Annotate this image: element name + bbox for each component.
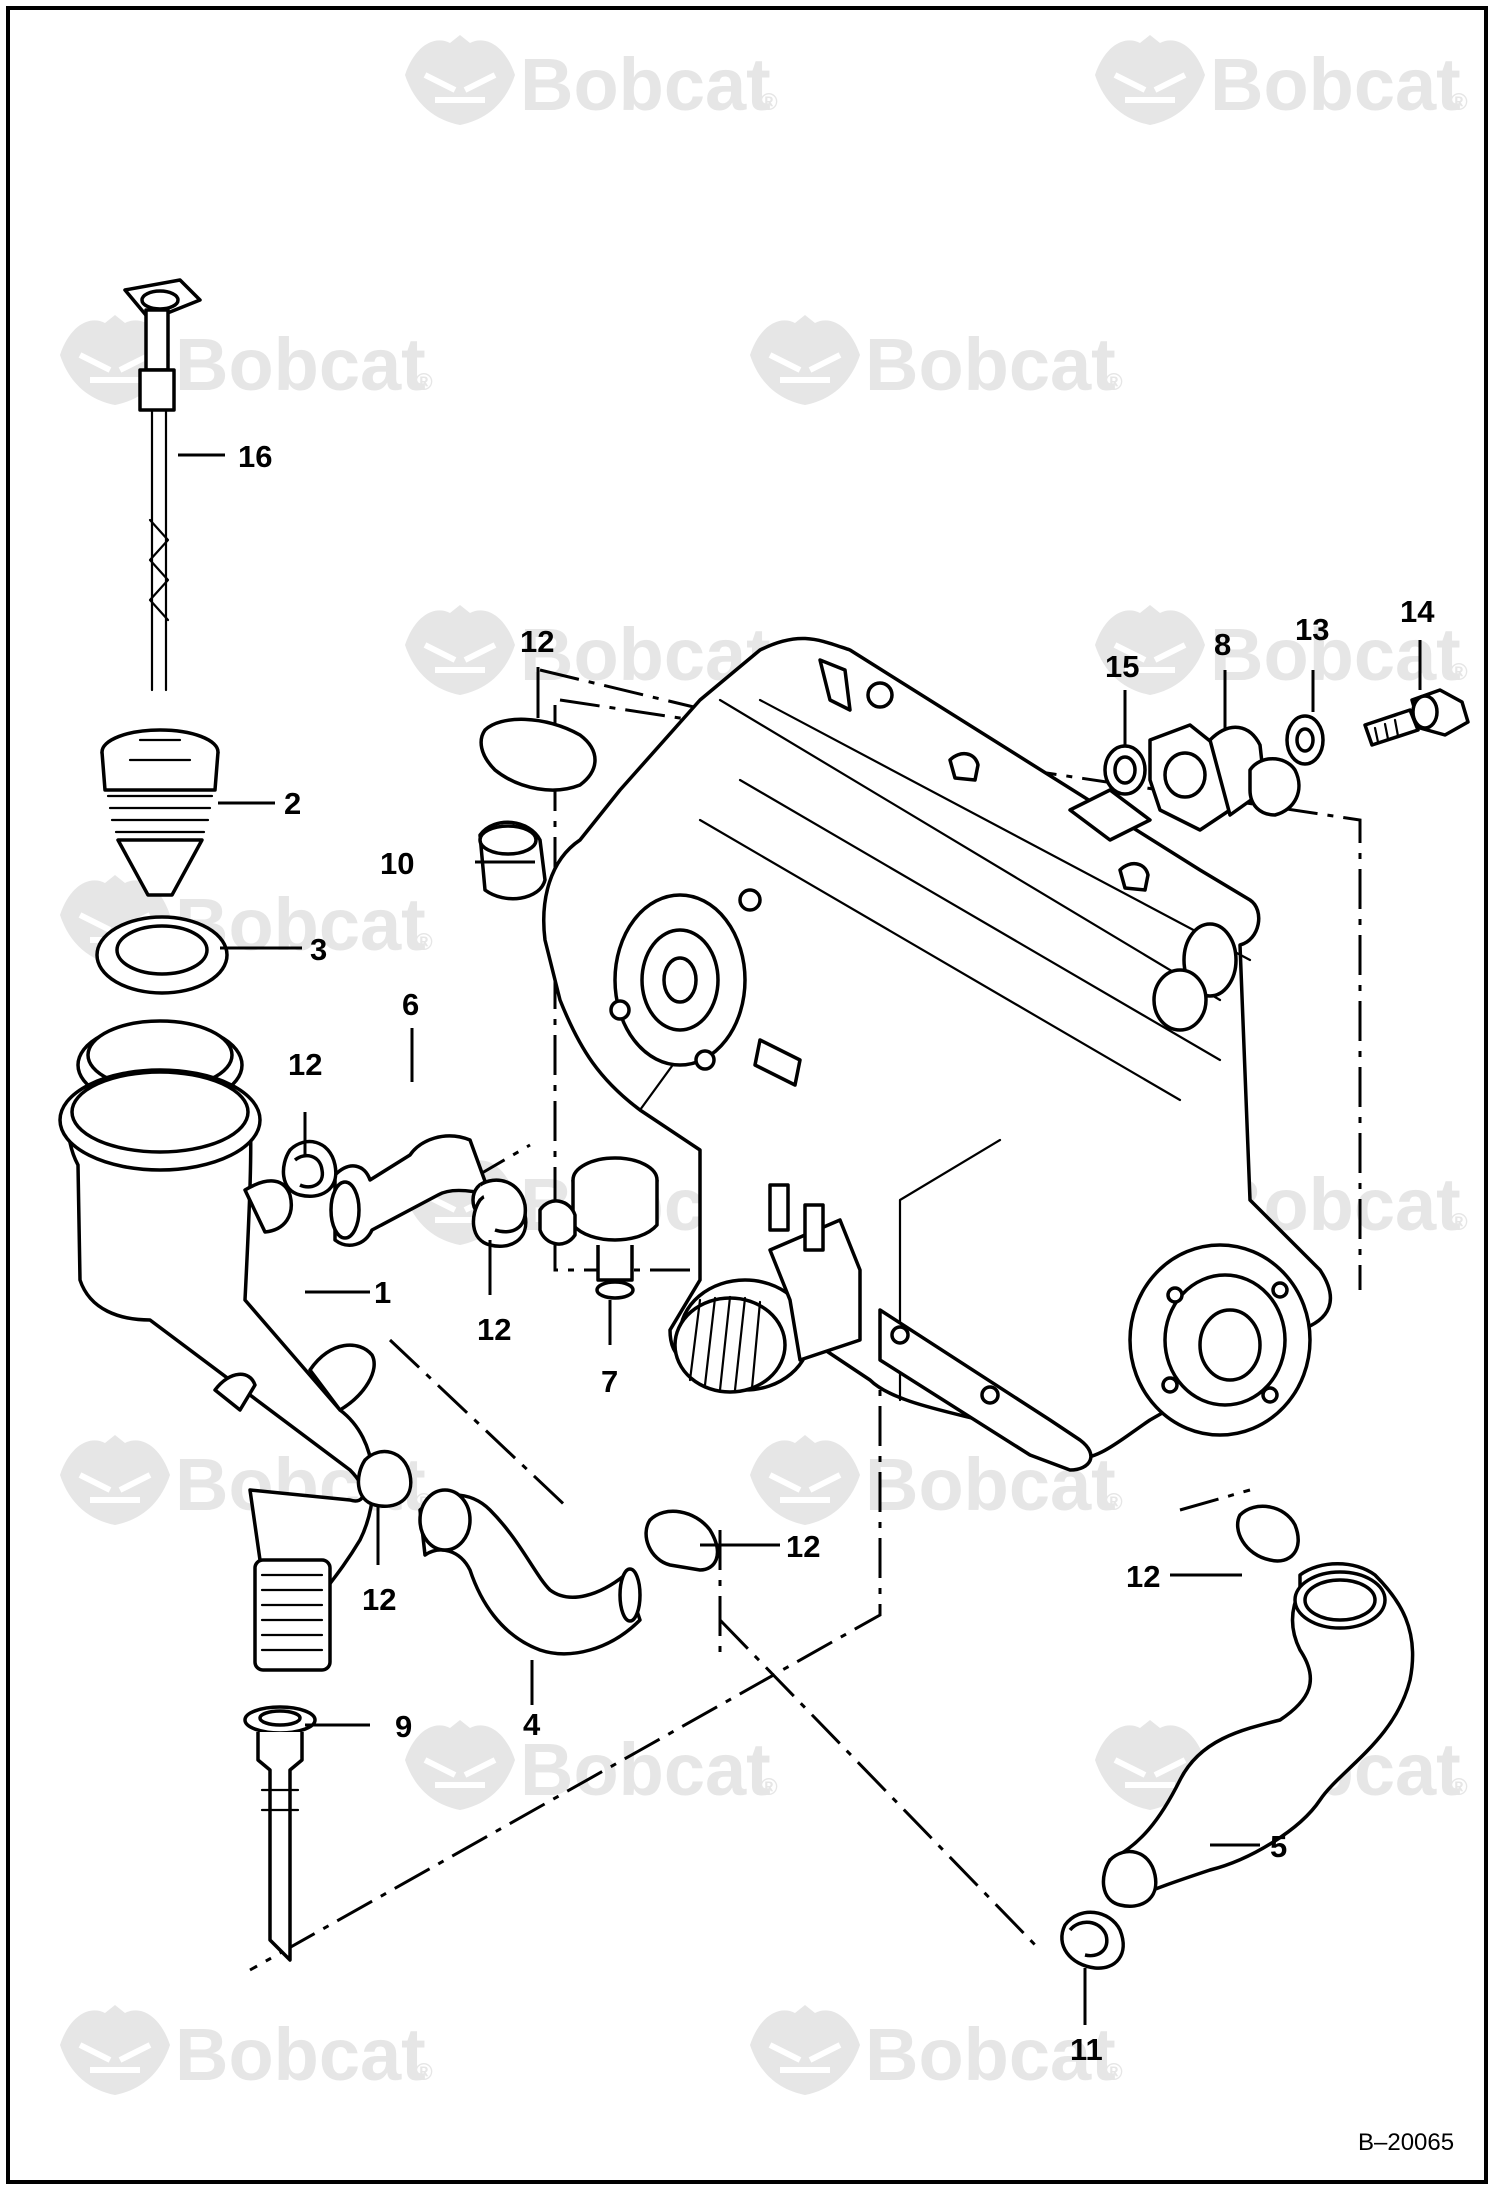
callout-4: 4 <box>523 1707 541 1742</box>
diagram-border <box>6 6 1488 2184</box>
watermark-brand-text: Bobcat <box>175 2013 426 2096</box>
bobcat-logo-icon <box>750 2005 860 2095</box>
hose-clamps-part-12 <box>281 717 1300 1572</box>
seal-ring-part-3 <box>95 915 229 995</box>
bobcat-logo-icon <box>750 1435 860 1525</box>
callout-3: 3 <box>310 932 327 967</box>
watermark-registered-mark: ® <box>760 89 778 116</box>
callout-14: 14 <box>1400 594 1435 629</box>
callout-12-f: 12 <box>1126 1559 1160 1594</box>
watermark-registered-mark: ® <box>1105 1489 1123 1516</box>
bobcat-logo-icon <box>60 1435 170 1525</box>
watermark-registered-mark: ® <box>1450 1209 1468 1236</box>
callout-12-e: 12 <box>786 1529 820 1564</box>
filler-cap-part-2 <box>100 728 220 897</box>
watermark-registered-mark: ® <box>1450 89 1468 116</box>
callout-2: 2 <box>284 786 301 821</box>
bobcat-watermark: Bobcat® <box>405 1720 778 1811</box>
callout-7: 7 <box>601 1364 618 1399</box>
bobcat-logo-icon <box>405 1720 515 1810</box>
bobcat-watermark: Bobcat® <box>750 2005 1123 2096</box>
bobcat-logo-icon <box>60 2005 170 2095</box>
callout-15: 15 <box>1105 649 1139 684</box>
hose-part-5 <box>1101 1562 1415 1908</box>
hose-part-4 <box>418 1488 642 1656</box>
watermark-registered-mark: ® <box>415 929 433 956</box>
bobcat-watermark: Bobcat® <box>405 35 778 126</box>
sensor-part-9 <box>243 1705 317 1962</box>
washer-part-13 <box>1285 714 1325 766</box>
callout-9: 9 <box>395 1709 412 1744</box>
watermark-brand-text: Bobcat <box>520 43 771 126</box>
bobcat-watermark: Bobcat® <box>1095 35 1468 126</box>
dipstick-part-16 <box>123 278 202 692</box>
callout-12-b: 12 <box>288 1047 322 1082</box>
bobcat-logo-icon <box>1095 35 1205 125</box>
callout-16: 16 <box>238 439 272 474</box>
leader-lines <box>178 453 1422 2025</box>
callout-1: 1 <box>374 1275 391 1310</box>
callout-5: 5 <box>1270 1829 1287 1864</box>
callout-6: 6 <box>402 987 419 1022</box>
callout-13: 13 <box>1295 612 1329 647</box>
cap-part-10 <box>478 820 547 901</box>
watermark-brand-text: Bobcat <box>175 323 426 406</box>
figure-number: B–20065 <box>1358 2129 1454 2156</box>
callouts: 1 2 3 4 5 6 7 8 9 10 11 12 12 12 12 12 1… <box>238 439 1435 2067</box>
watermark-registered-mark: ® <box>1105 369 1123 396</box>
bobcat-watermark: Bobcat® <box>750 315 1123 406</box>
watermark-brand-text: Bobcat <box>1210 43 1461 126</box>
bobcat-logo-icon <box>750 315 860 405</box>
watermark-registered-mark: ® <box>415 369 433 396</box>
watermark-brand-text: Bobcat <box>520 1728 771 1811</box>
callout-8: 8 <box>1214 627 1231 662</box>
watermark-registered-mark: ® <box>760 1774 778 1801</box>
bobcat-watermark: Bobcat® <box>60 2005 433 2096</box>
bolt-part-14 <box>1363 688 1470 747</box>
callout-12-a: 12 <box>520 624 554 659</box>
callout-12-c: 12 <box>477 1312 511 1347</box>
callout-11: 11 <box>1070 2032 1103 2067</box>
o-ring-part-15 <box>1103 744 1147 796</box>
watermark-registered-mark: ® <box>1450 659 1468 686</box>
bobcat-watermark: Bobcat® <box>60 315 433 406</box>
thermostat-housing-part-8 <box>1148 723 1301 832</box>
watermark-registered-mark: ® <box>1450 1774 1468 1801</box>
engine-block <box>542 636 1332 1472</box>
hose-clamp-part-11 <box>1060 1910 1125 1970</box>
watermark-registered-mark: ® <box>415 2059 433 2086</box>
thermostat-part-7 <box>538 1156 659 1300</box>
callout-10: 10 <box>380 846 414 881</box>
oil-filler-housing-part-1 <box>58 1019 376 1672</box>
bobcat-logo-icon <box>405 35 515 125</box>
watermark-registered-mark: ® <box>1105 2059 1123 2086</box>
bobcat-logo-icon <box>405 605 515 695</box>
watermark-brand-text: Bobcat <box>865 2013 1116 2096</box>
watermark-brand-text: Bobcat <box>865 323 1116 406</box>
callout-12-d: 12 <box>362 1582 396 1617</box>
